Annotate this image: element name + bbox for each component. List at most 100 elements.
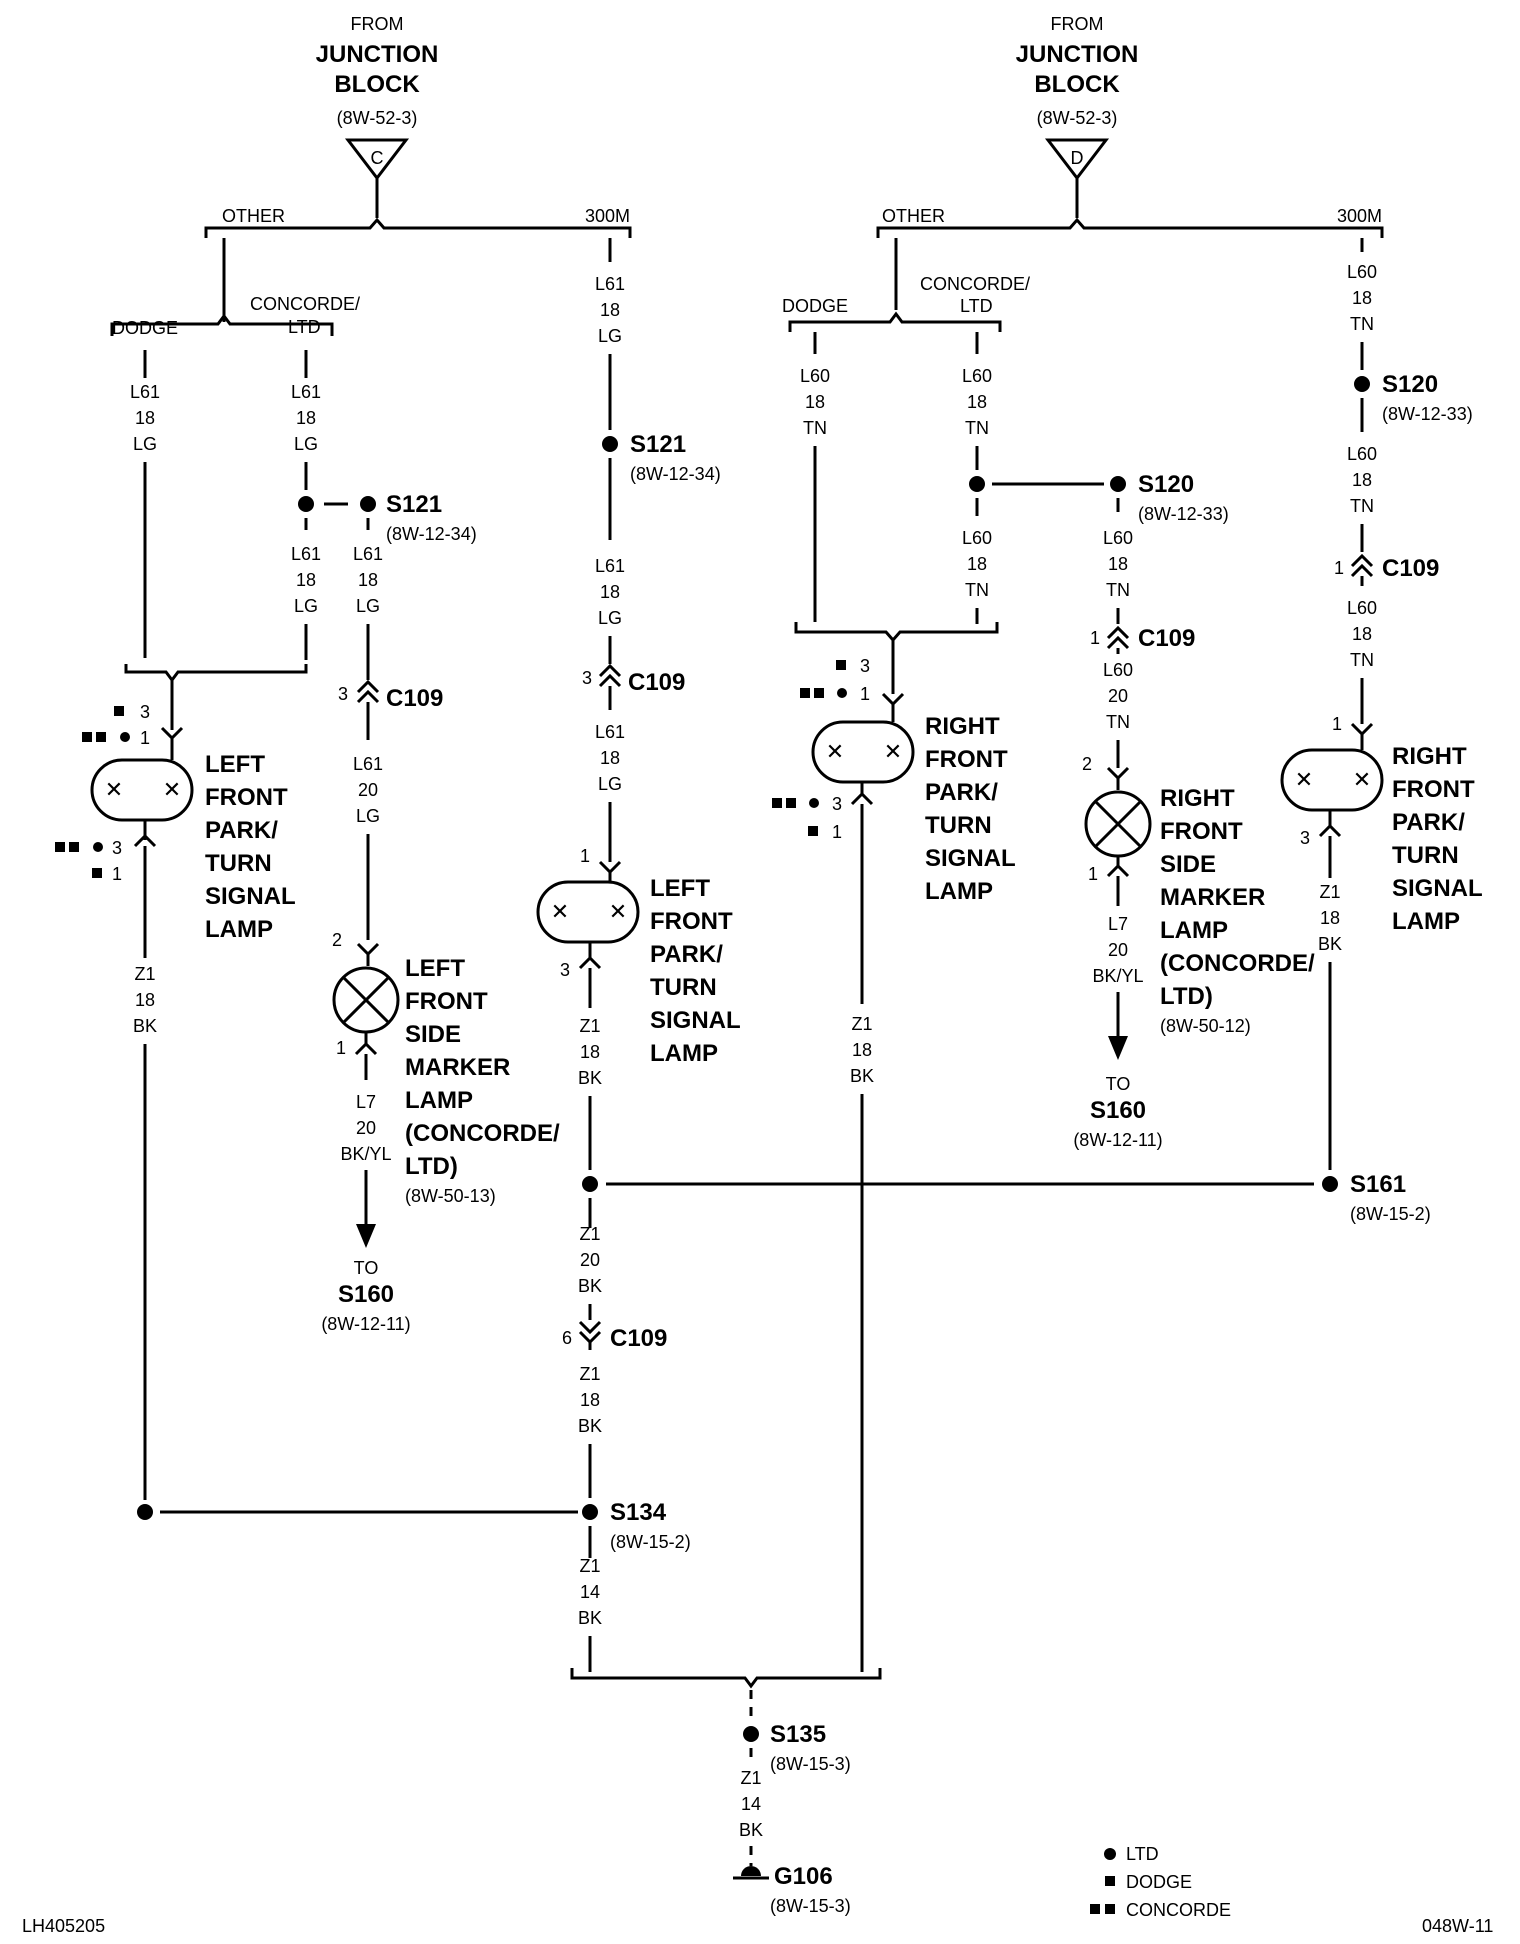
branch-300m-label: 300M (585, 206, 630, 226)
6-label: LTD) (1160, 983, 1213, 1010)
lg-label: LG (598, 608, 622, 628)
bk-label: BK (739, 1820, 763, 1840)
g18-label: 18 (967, 554, 987, 574)
left-park-lamp-a: 3 1 ✕ ✕ 3 1 LEFT FRONT PARK/ TURN SIGNAL… (55, 702, 296, 943)
s160-ref-label: (8W-12-11) (321, 1314, 410, 1334)
wire-l60-concorde-right: L60 18 TN S120 (8W-12-33) L60 18 TN (962, 332, 1229, 624)
svg-text:✕: ✕ (884, 739, 902, 764)
lamp-housing (90, 758, 194, 822)
c109-label: C109 (386, 685, 443, 712)
branch-bar-left: OTHER 300M DODGE CONCORDE/ LTD (110, 206, 632, 338)
s120-label: S120 (1382, 371, 1438, 398)
6-label: LTD) (405, 1153, 458, 1180)
2-label: PARK/ (1392, 809, 1465, 836)
g106-ref-label: (8W-15-3) (770, 1896, 851, 1916)
svg-text:✕: ✕ (1295, 767, 1313, 792)
p1-label: 1 (580, 846, 590, 866)
z1-label: Z1 (579, 1224, 600, 1244)
1-label: FRONT (405, 988, 488, 1015)
footer-left-code: LH405205 (22, 1916, 105, 1936)
splice-s120-right (1110, 476, 1126, 492)
2-label: PARK/ (650, 941, 723, 968)
s121-ref-label: (8W-12-34) (386, 524, 477, 544)
5-label: LAMP (650, 1040, 718, 1067)
wire-z1-left-a: Z1 18 BK (133, 846, 578, 1520)
right-park-lamp-a: 3 1 ✕ ✕ 3 1 Z1 18 BK RIGHT FRONT PARK/ T… (772, 656, 1016, 1672)
p1-label: 1 (1090, 628, 1100, 648)
p2-label: 2 (1082, 754, 1092, 774)
2-label: PARK/ (925, 779, 998, 806)
g18-label: 18 (600, 748, 620, 768)
z1-label: Z1 (740, 1768, 761, 1788)
s161-label: S161 (1350, 1171, 1406, 1198)
wire-l61-300m-left: L61 18 LG S121 (8W-12-34) L61 18 LG 3 C1… (582, 238, 721, 862)
to-label: TO (354, 1258, 379, 1278)
s135-ref-label: (8W-15-3) (770, 1754, 851, 1774)
lg-label: LG (598, 326, 622, 346)
ref-label: (8W-52-3) (1037, 108, 1118, 128)
l60-label: L60 (962, 528, 992, 548)
svg-text:✕: ✕ (105, 777, 123, 802)
p3-label: 3 (860, 656, 870, 676)
footer-right-code: 048W-11 (1422, 1916, 1493, 1936)
0-label: LEFT (205, 751, 265, 778)
3-label: MARKER (405, 1054, 510, 1081)
tn-label: TN (1106, 580, 1130, 600)
3-label: TURN (1392, 842, 1459, 869)
g18-label: 18 (600, 582, 620, 602)
g106-label: G106 (774, 1863, 833, 1890)
l61-label: L61 (595, 556, 625, 576)
g18-label: 18 (580, 1390, 600, 1410)
lg-label: LG (598, 774, 622, 794)
bk-label: BK (578, 1276, 602, 1296)
splice-s135 (743, 1726, 759, 1742)
p1-label: 1 (860, 684, 870, 704)
p2-label: 2 (332, 930, 342, 950)
svg-text:✕: ✕ (609, 899, 627, 924)
g18-label: 18 (296, 570, 316, 590)
g18-label: 18 (135, 990, 155, 1010)
p1-label: 1 (336, 1038, 346, 1058)
wire-z1-center: Z1 18 BK Z1 20 BK 6 C109 Z1 18 BK S134 (… (562, 968, 1314, 1672)
4-label: LAMP (405, 1087, 473, 1114)
from-label: FROM (351, 14, 404, 34)
p3-label: 3 (832, 794, 842, 814)
concorde1-label: CONCORDE/ (920, 274, 1030, 294)
m300-label: 300M (1337, 206, 1382, 226)
0-label: RIGHT (1160, 785, 1235, 812)
z1-label: Z1 (134, 964, 155, 984)
g20-label: 20 (580, 1250, 600, 1270)
bkyl-label: BK/YL (1092, 966, 1143, 986)
g18-label: 18 (600, 300, 620, 320)
3-label: TURN (205, 850, 272, 877)
bk-label: BK (578, 1416, 602, 1436)
0-label: LEFT (405, 955, 465, 982)
bk-label: BK (133, 1016, 157, 1036)
g20-label: 20 (1108, 686, 1128, 706)
c109-label: C109 (1382, 555, 1439, 582)
g20-label: 20 (1108, 940, 1128, 960)
0-label: RIGHT (925, 713, 1000, 740)
s120-ref-label: (8W-12-33) (1382, 404, 1473, 424)
bk-label: BK (850, 1066, 874, 1086)
g18-label: 18 (580, 1042, 600, 1062)
5-label: (CONCORDE/ (1160, 950, 1315, 977)
p3-label: 3 (582, 668, 592, 688)
legend-concorde: CONCORDE (1126, 1900, 1231, 1920)
dodge-label: DODGE (782, 296, 848, 316)
1-label: FRONT (925, 746, 1008, 773)
tn-label: TN (1106, 712, 1130, 732)
tn-label: TN (965, 418, 989, 438)
wire-l61-dodge-left: L61 18 LG (130, 350, 160, 658)
1-label: FRONT (650, 908, 733, 935)
z1-label: Z1 (851, 1014, 872, 1034)
s134-label: S134 (610, 1499, 667, 1526)
g18-label: 18 (967, 392, 987, 412)
l60-label: L60 (1103, 528, 1133, 548)
g20-label: 20 (356, 1118, 376, 1138)
1-label: FRONT (1392, 776, 1475, 803)
branch-concorde-label: CONCORDE/ (250, 294, 360, 314)
l60-label: L60 (800, 366, 830, 386)
l7-label: L7 (1108, 914, 1128, 934)
